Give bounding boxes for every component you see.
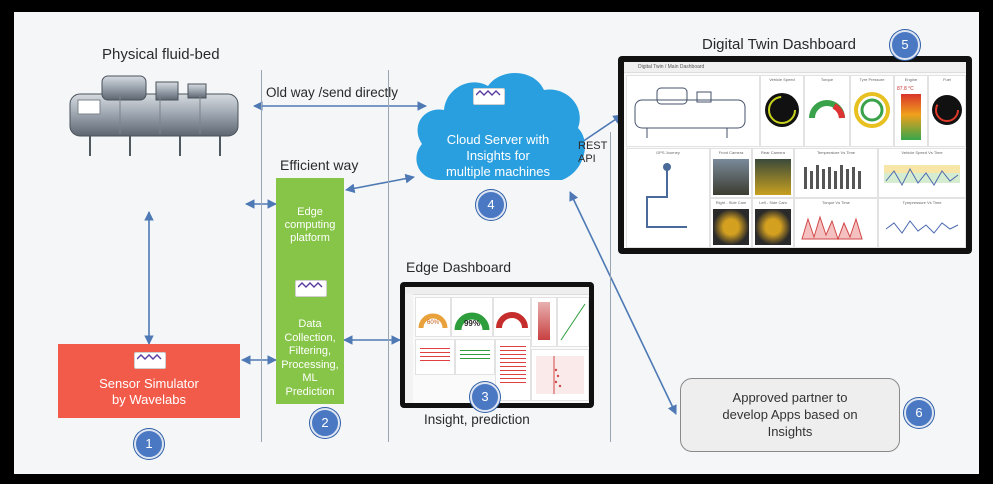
engine-temp-value: 87.8 °C [897,86,914,92]
edge-gauge-panel: 60% [415,297,451,337]
panel-engine: Engine 87.8 °C [894,75,928,147]
edge-line-panel [557,297,589,347]
gauge-value: 60% [426,320,439,326]
partner-box: Approved partner to develop Apps based o… [680,378,900,452]
rest-api-label: REST API [578,140,608,165]
panel-fuel: Fuel [928,75,966,147]
edge-computing-box: Edge computing platform Data Collection,… [276,178,344,404]
panel-vehicle-speed-vs-time: Vehicle Speed Vs Time [878,148,966,198]
sensor-simulator-text: Sensor Simulator by Wavelabs [99,376,199,407]
edge-text-panel [495,339,531,401]
wavelabs-logo [295,280,327,297]
camera-feed-image [755,159,791,195]
connector-layer [144,101,677,415]
wavelabs-logo [134,352,166,369]
text-lines [460,350,490,360]
arrow-edge-to-cloud [345,173,415,194]
edge-dash-sidebar [405,294,413,403]
edge-platform-text: Edge computing platform [284,206,336,244]
edge-scatter-panel [531,349,589,401]
text-lines [500,346,526,386]
step-badge-1: 1 [134,429,164,459]
edge-gauge-panel: 99% [451,297,493,337]
old-way-label: Old way /send directly [266,85,399,100]
panel-tyre-pressure: Tyre Pressure [850,75,894,147]
edge-dash-header [405,287,589,295]
step-badge-5: 5 [890,30,920,60]
separator-line [261,70,262,442]
gauge-value: 99% [463,319,480,328]
partner-text: Approved partner to develop Apps based o… [722,390,858,439]
edge-functions-text: Data Collection, Filtering, Processing, … [281,318,339,398]
step-badge-2: 2 [310,408,340,438]
step-badge-3: 3 [470,382,500,412]
efficient-way-label: Efficient way [280,157,359,173]
camera-feed-image [713,209,749,245]
text-lines [420,348,450,362]
wavelabs-logo [473,88,505,105]
engine-bar [901,94,921,140]
camera-feed-image [713,159,749,195]
digital-twin-monitor: Digital Twin / Main Dashboard Vehicle Sp… [618,56,972,254]
edge-bar-panel [531,297,557,347]
panel-torque-vs-time: Torque Vs Time [794,198,878,248]
panel-front-camera: Front Camera [710,148,752,198]
step-badge-6: 6 [904,398,934,428]
edge-text-panel [455,339,495,375]
arrow-cloud-to-twin [581,114,623,143]
cloud-server-text: Cloud Server with Insights for multiple … [445,132,551,179]
edge-dashboard-monitor: 60% 99% [400,282,594,408]
panel-torque: Torque [804,75,850,147]
panel-left-side-cam: Left - Side Cam [752,198,794,248]
twin-machine-panel [626,75,760,147]
digital-twin-label: Digital Twin Dashboard [702,36,856,53]
physical-fluid-bed-label: Physical fluid-bed [102,46,220,63]
dashboard-header-bar: Digital Twin / Main Dashboard [624,62,966,73]
panel-rear-camera: Rear Camera [752,148,794,198]
panel-temperature-vs-time: Temperature Vs Time [794,148,878,198]
fluid-bed-machine-image [69,75,239,156]
digital-twin-screen: Digital Twin / Main Dashboard Vehicle Sp… [624,62,966,248]
edge-dashboard-screen: 60% 99% [405,287,589,403]
diagram-canvas: Physical fluid-bed Old way /send directl… [14,12,979,474]
machine-schematic [634,87,746,138]
separator-line [610,132,611,442]
panel-vehicle-speed: Vehicle Speed [760,75,804,147]
dashboard-header-text: Digital Twin / Main Dashboard [638,64,705,70]
sensor-simulator-box: Sensor Simulator by Wavelabs [58,344,240,418]
arrow-cloud-to-partner [569,191,677,415]
camera-feed-image [755,209,791,245]
panel-gps-journey: GPS Journey [626,148,710,248]
cloud-server-shape [416,72,585,180]
edge-gauge-panel [493,297,531,337]
edge-bar [538,302,550,340]
panel-tyrepressure-vs-time: Tyrepressure Vs Time [878,198,966,248]
step-badge-4: 4 [476,190,506,220]
edge-dashboard-label: Edge Dashboard [406,259,512,275]
panel-right-side-cam: Right - Side Cam [710,198,752,248]
edge-text-panel [415,339,455,375]
separator-line [388,70,389,442]
insight-prediction-label: Insight, prediction [424,412,530,427]
